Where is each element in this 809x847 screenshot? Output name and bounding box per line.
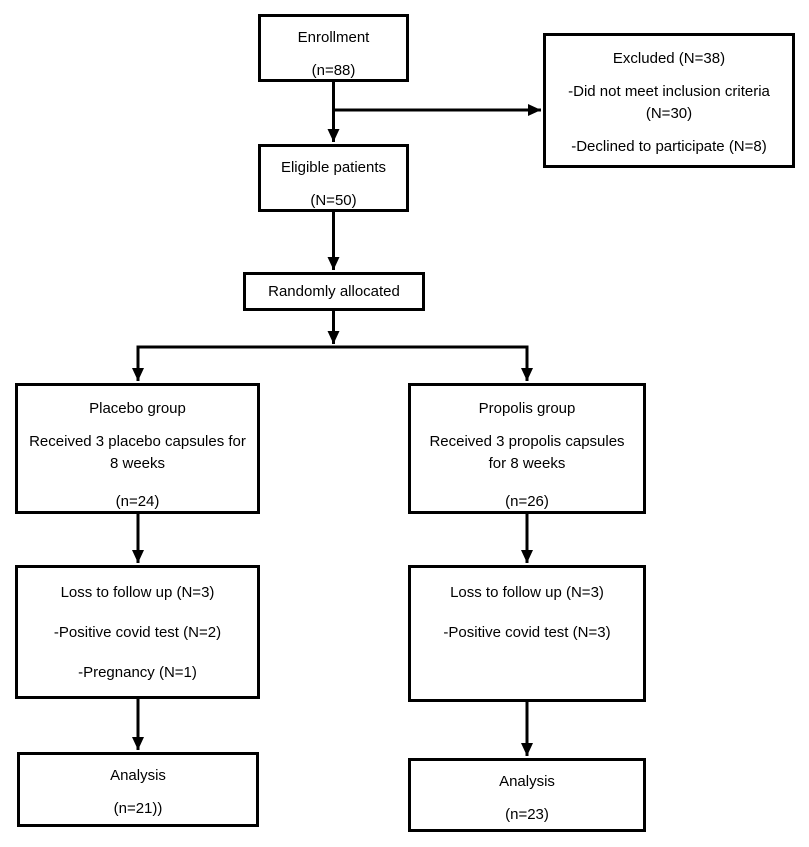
excluded-reason-inclusion: -Did not meet inclusion criteria (N=30)	[568, 83, 770, 122]
loss-placebo-reason-covid: -Positive covid test (N=2)	[53, 624, 222, 641]
randomized-title: Randomly allocated	[268, 282, 400, 300]
analysis-placebo-title: Analysis	[110, 767, 166, 784]
placebo-group-box: Placebo group Received 3 placebo capsule…	[15, 383, 260, 514]
loss-placebo-reason-pregnancy: -Pregnancy (N=1)	[78, 664, 197, 681]
analysis-propolis-title: Analysis	[499, 773, 555, 790]
placebo-group-description: Received 3 placebo capsules for 8 weeks	[29, 433, 246, 472]
placebo-group-count: (n=24)	[115, 493, 160, 510]
eligible-title: Eligible patients	[280, 159, 387, 176]
randomized-box: Randomly allocated	[243, 272, 425, 311]
excluded-title: Excluded (N=38)	[612, 50, 726, 67]
eligible-count: (N=50)	[310, 192, 357, 209]
propolis-group-box: Propolis group Received 3 propolis capsu…	[408, 383, 646, 514]
analysis-placebo-box: Analysis (n=21))	[17, 752, 259, 827]
excluded-reason-declined: -Declined to participate (N=8)	[571, 138, 767, 155]
loss-propolis-reason-covid: -Positive covid test (N=3)	[443, 624, 611, 641]
placebo-group-title: Placebo group	[89, 400, 186, 417]
analysis-propolis-box: Analysis (n=23)	[408, 758, 646, 832]
propolis-group-description: Received 3 propolis capsules for 8 weeks	[429, 433, 625, 472]
loss-propolis-title: Loss to follow up (N=3)	[450, 584, 604, 601]
loss-placebo-box: Loss to follow up (N=3) -Positive covid …	[15, 565, 260, 699]
analysis-propolis-count: (n=23)	[505, 806, 549, 823]
enrollment-box: Enrollment (n=88)	[258, 14, 409, 82]
loss-propolis-box: Loss to follow up (N=3) -Positive covid …	[408, 565, 646, 702]
enrollment-count: (n=88)	[311, 62, 356, 79]
loss-placebo-title: Loss to follow up (N=3)	[60, 584, 215, 601]
enrollment-title: Enrollment	[297, 29, 370, 46]
propolis-group-title: Propolis group	[478, 400, 576, 417]
propolis-group-count: (n=26)	[505, 493, 549, 510]
eligible-box: Eligible patients (N=50)	[258, 144, 409, 212]
excluded-box: Excluded (N=38) -Did not meet inclusion …	[543, 33, 795, 168]
analysis-placebo-count: (n=21))	[113, 800, 163, 817]
